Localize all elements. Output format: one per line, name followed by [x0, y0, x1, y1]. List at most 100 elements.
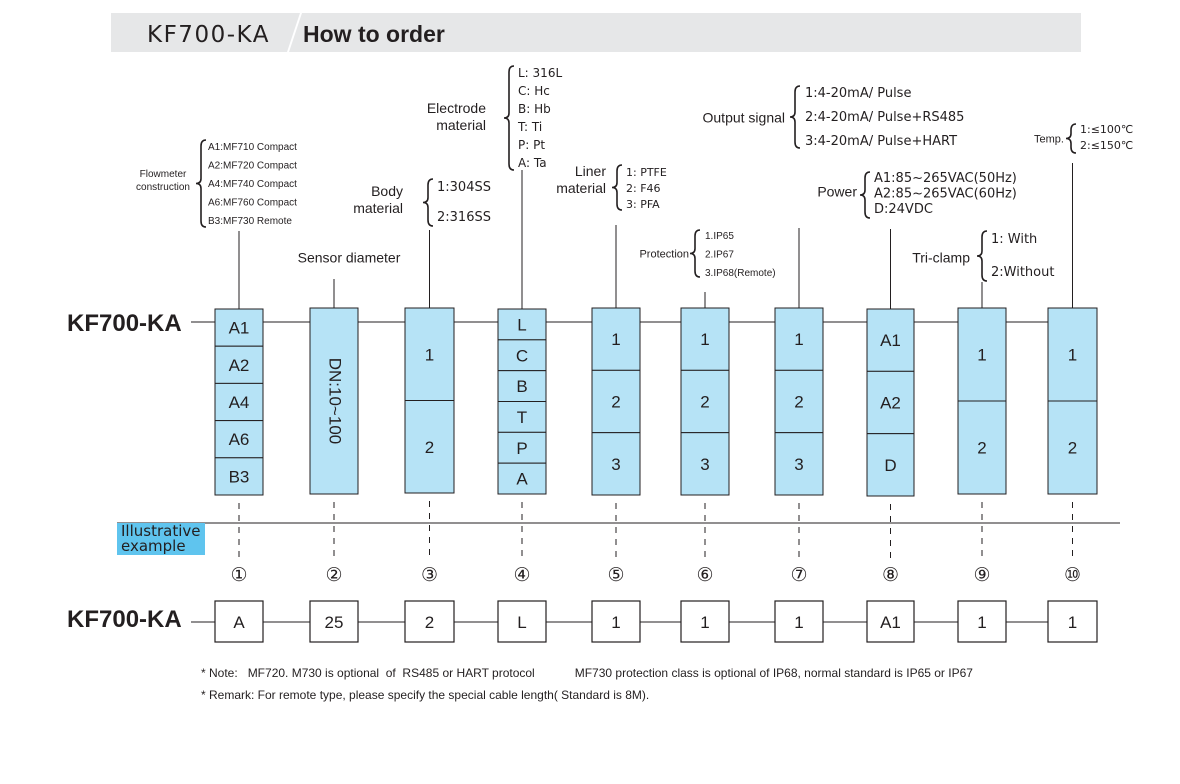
example-value-3: 2	[425, 613, 434, 632]
code-cell-4-6	[497, 462, 547, 495]
option-7-1: 1:4-20mA/ Pulse	[805, 86, 911, 101]
example-box-10	[1047, 600, 1098, 643]
caption-6-line-1: Protection	[639, 249, 689, 261]
code-cell-label-7-2: 2	[794, 393, 803, 412]
code-cell-label-7-3: 3	[794, 455, 803, 474]
caption-2-line-1: Sensor diameter	[298, 250, 401, 266]
brace-6	[689, 229, 701, 278]
code-cell-label-6-3: 3	[700, 455, 709, 474]
caption-10-line-1: Temp.	[1034, 134, 1064, 146]
option-6-3: 3.IP68(Remote)	[705, 268, 776, 279]
model-code-label: KF700-KA	[67, 310, 182, 337]
option-4-1: L: 316L	[518, 66, 562, 80]
brace-4	[503, 65, 515, 171]
example-box-5	[591, 600, 641, 643]
header-title: How to order	[303, 21, 445, 47]
remark-line: * Remark: For remote type, please specif…	[201, 688, 650, 702]
code-cell-label-8-1: A1	[880, 331, 901, 350]
caption-5-line-1: Liner	[575, 163, 606, 179]
code-cell-label-1-1: A1	[229, 319, 250, 338]
code-cell-label-9-2: 2	[977, 439, 986, 458]
code-cell-label-4-6: A	[516, 470, 528, 489]
code-cell-label-6-2: 2	[700, 393, 709, 412]
example-value-4: L	[517, 613, 526, 632]
index-marker-10: ⑩	[1064, 564, 1081, 586]
option-4-3: B: Hb	[518, 102, 551, 116]
example-box-8	[866, 600, 915, 643]
example-tag-line-2: example	[121, 537, 186, 555]
option-1-3: A4:MF740 Compact	[208, 179, 297, 190]
code-cell-5-3	[591, 432, 641, 496]
code-cell-7-3	[774, 432, 824, 496]
option-5-3: 3: PFA	[626, 198, 660, 211]
code-cell-label-4-3: B	[516, 377, 527, 396]
index-marker-2: ②	[325, 564, 342, 586]
index-marker-1: ①	[230, 564, 247, 586]
option-1-1: A1:MF710 Compact	[208, 142, 297, 153]
brace-9	[976, 230, 988, 282]
caption-1-line-2: construction	[136, 182, 190, 193]
code-cell-label-9-1: 1	[977, 346, 986, 365]
code-cell-label-2-1: DN:10~100	[326, 358, 345, 444]
option-6-2: 2.IP67	[705, 250, 734, 261]
example-code-label: KF700-KA	[67, 606, 182, 633]
example-box-9	[957, 600, 1007, 643]
caption-3-line-1: Body	[371, 183, 403, 199]
option-1-4: A6:MF760 Compact	[208, 198, 297, 209]
code-cell-4-2	[497, 339, 547, 372]
code-cell-label-10-1: 1	[1068, 346, 1077, 365]
example-box-7	[774, 600, 824, 643]
index-marker-7: ⑦	[790, 564, 807, 586]
example-box-6	[680, 600, 730, 643]
option-4-6: A: Ta	[518, 156, 547, 170]
brace-5	[611, 164, 623, 211]
code-cell-label-1-3: A4	[229, 393, 250, 412]
option-1-2: A2:MF720 Compact	[208, 161, 297, 172]
header-divider	[287, 13, 302, 52]
brace-1	[195, 139, 207, 228]
brace-10	[1065, 123, 1077, 154]
code-cell-2-1	[309, 307, 359, 495]
caption-1-line-1: Flowmeter	[140, 169, 187, 180]
code-cell-8-2	[866, 370, 915, 435]
code-cell-label-3-1: 1	[425, 345, 434, 364]
option-1-5: B3:MF730 Remote	[208, 216, 292, 227]
code-cell-5-2	[591, 369, 641, 434]
note-line: * Note: MF720. M730 is optional of RS485…	[201, 666, 973, 680]
code-cell-6-1	[680, 307, 730, 371]
option-6-1: 1.IP65	[705, 231, 734, 242]
code-cell-label-4-2: C	[516, 346, 528, 365]
index-marker-6: ⑥	[696, 564, 713, 586]
index-marker-8: ⑧	[882, 564, 899, 586]
illustrative-example-tag: Illustrative example	[117, 523, 205, 555]
option-8-3: D:24VDC	[874, 202, 933, 217]
example-value-9: 1	[977, 613, 986, 632]
header-model: KF700-KA	[147, 22, 270, 48]
example-value-6: 1	[700, 613, 709, 632]
brace-3	[422, 178, 434, 227]
code-cell-1-1	[214, 308, 264, 347]
code-cell-8-1	[866, 308, 915, 372]
code-cell-label-4-4: T	[517, 408, 527, 427]
index-marker-9: ⑨	[973, 564, 990, 586]
index-marker-4: ④	[513, 564, 530, 586]
code-cell-1-5	[214, 457, 264, 496]
code-cell-label-6-1: 1	[700, 330, 709, 349]
option-7-3: 3:4-20mA/ Pulse+HART	[805, 134, 957, 149]
option-9-1: 1: With	[991, 232, 1037, 247]
example-box-3	[404, 600, 455, 643]
code-cell-label-1-4: A6	[229, 430, 250, 449]
option-7-2: 2:4-20mA/ Pulse+RS485	[805, 110, 964, 125]
example-value-7: 1	[794, 613, 803, 632]
code-cell-8-3	[866, 433, 915, 497]
option-4-5: P: Pt	[518, 138, 545, 152]
code-cell-label-8-3: D	[884, 456, 896, 475]
code-cell-label-10-2: 2	[1068, 439, 1077, 458]
index-marker-3: ③	[421, 564, 438, 586]
example-value-1: A	[233, 613, 245, 632]
example-box-2	[309, 600, 359, 643]
example-box-4	[497, 600, 547, 643]
example-value-8: A1	[880, 613, 901, 632]
code-cell-label-8-2: A2	[880, 394, 901, 413]
code-cell-1-4	[214, 420, 264, 459]
